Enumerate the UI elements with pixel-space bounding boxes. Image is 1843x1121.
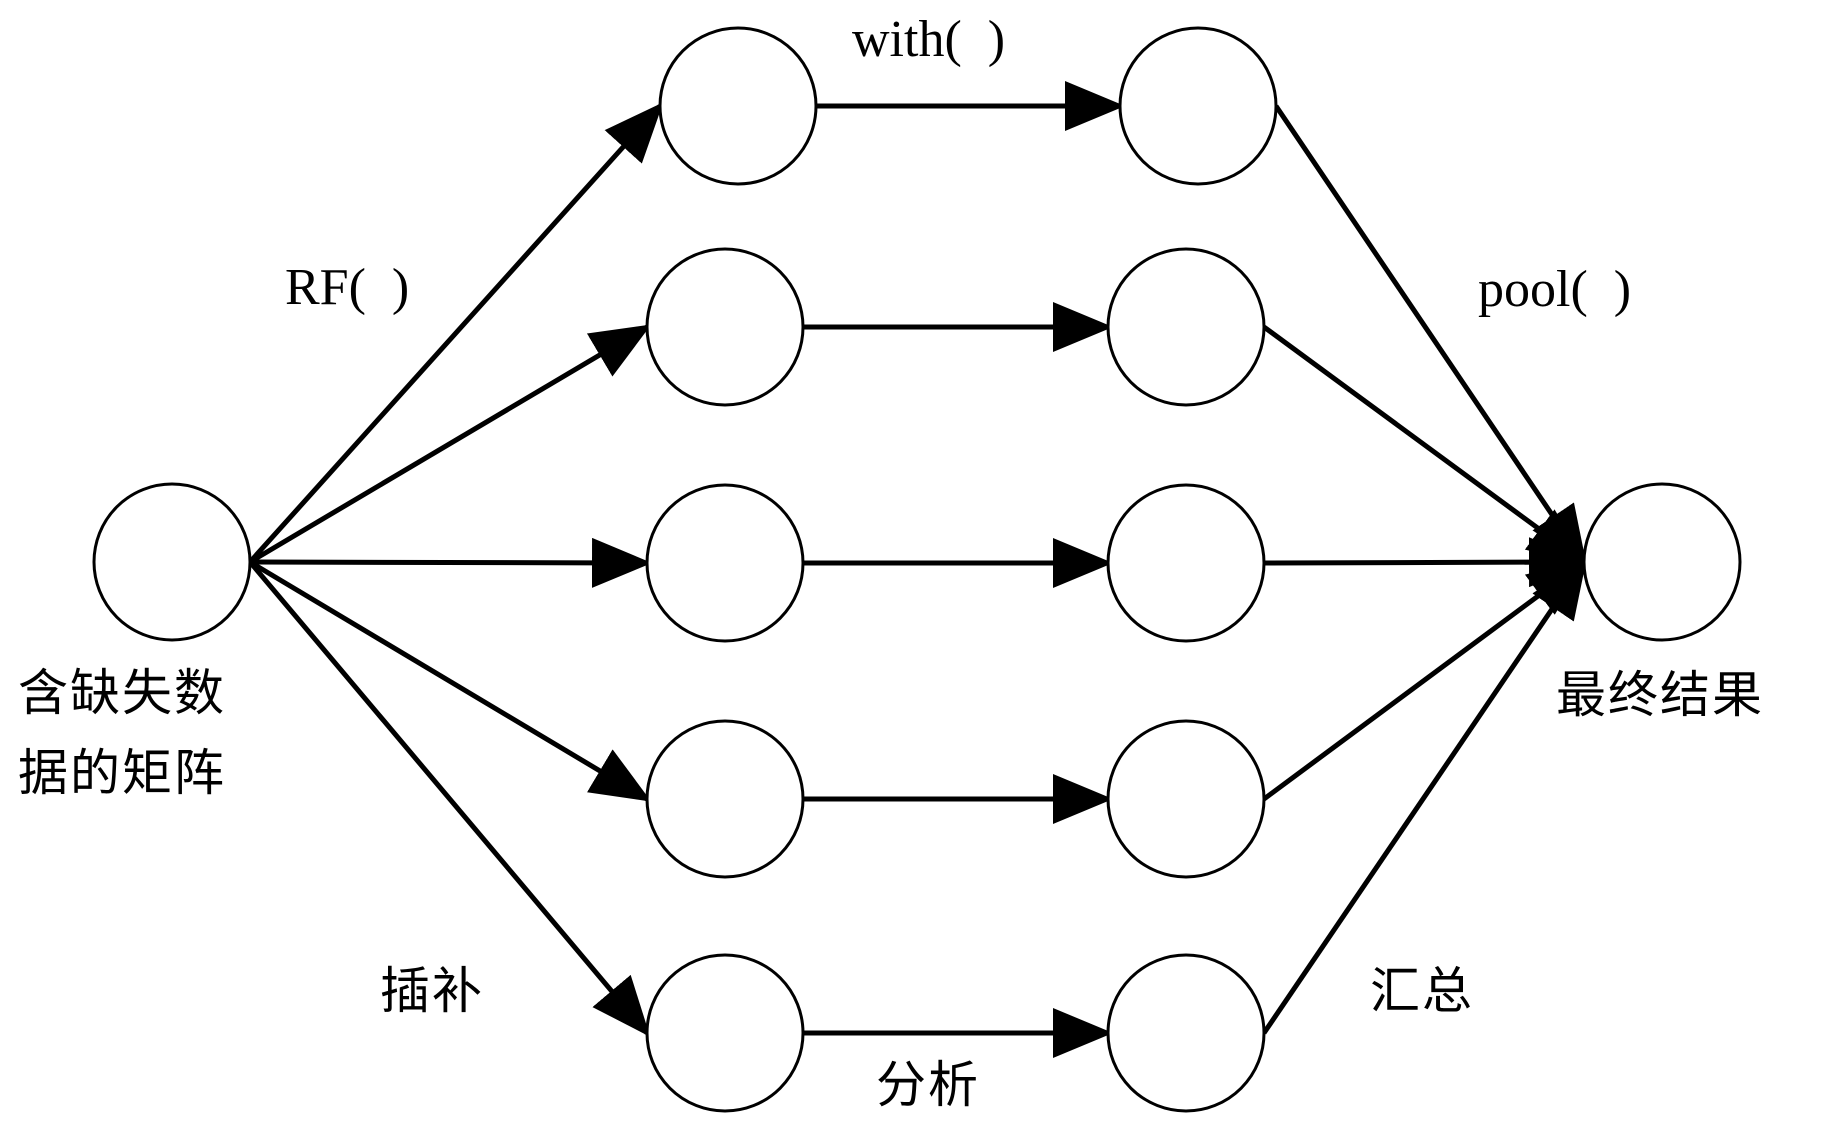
edge-source-to-imputed-4: [248, 559, 652, 802]
node-source: [92, 482, 252, 642]
edge-analyzed-3-to-result: [1263, 537, 1589, 588]
edge-analyzed-5-to-result: [1261, 557, 1587, 1035]
node-imputed-3: [645, 483, 805, 643]
nodes-layer: [92, 26, 1742, 1113]
pool-function-label: pool( ): [1478, 261, 1632, 318]
source-node-label-line2: 据的矩阵: [18, 744, 226, 802]
edge-analyzed-1-to-result: [1273, 104, 1587, 567]
edge-analyzed-2-to-result: [1262, 324, 1589, 565]
node-imputed-5: [645, 953, 805, 1113]
node-imputed-2: [645, 247, 805, 407]
node-imputed-4: [645, 719, 805, 879]
node-result: [1582, 482, 1742, 642]
edges-layer: [248, 81, 1589, 1058]
edge-source-to-imputed-1: [248, 102, 664, 564]
source-node-label-line1: 含缺失数: [18, 664, 226, 722]
impute-caption-label: 插补: [380, 962, 484, 1020]
node-analyzed-4: [1106, 719, 1266, 879]
node-analyzed-2: [1106, 247, 1266, 407]
node-analyzed-5: [1106, 953, 1266, 1113]
edge-source-to-imputed-5: [248, 560, 651, 1037]
result-node-label: 最终结果: [1556, 666, 1764, 724]
node-analyzed-3: [1106, 483, 1266, 643]
impute-function-label: RF( ): [285, 259, 410, 316]
edge-source-to-imputed-2: [248, 324, 652, 565]
pool-caption-label: 汇总: [1370, 962, 1474, 1020]
analyze-function-label: with( ): [852, 11, 1006, 68]
edge-source-to-imputed-3: [249, 537, 652, 588]
edge-analyzed-4-to-result: [1262, 559, 1589, 802]
node-imputed-1: [658, 26, 818, 186]
analyze-caption-label: 分析: [876, 1056, 980, 1114]
node-analyzed-1: [1118, 26, 1278, 186]
